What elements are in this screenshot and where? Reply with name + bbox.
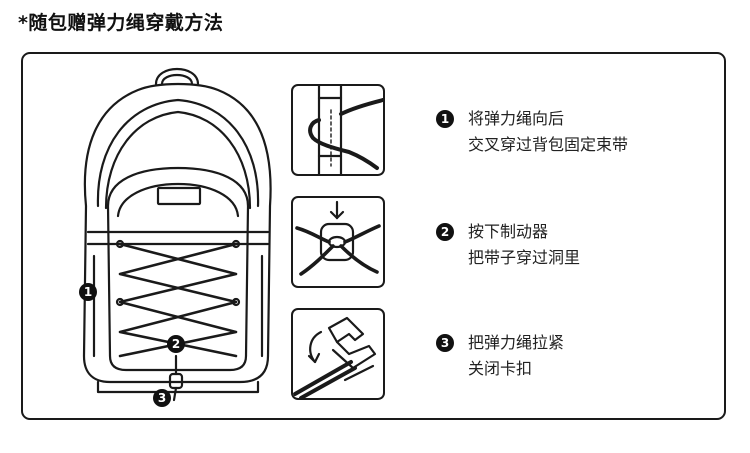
step-1-image — [291, 84, 385, 176]
step-2-text: 2 按下制动器 把带子穿过洞里 — [436, 219, 580, 271]
step-1-line1: 将弹力绳向后 — [468, 109, 565, 128]
step-2-image — [291, 196, 385, 288]
step-3-line2: 关闭卡扣 — [468, 359, 533, 378]
backpack-marker-1: 1 — [84, 285, 92, 299]
strap-threading-illustration — [308, 86, 383, 174]
page-title: *随包赠弹力绳穿戴方法 — [18, 12, 224, 34]
backpack-marker-2: 2 — [172, 337, 180, 351]
instruction-panel — [21, 52, 726, 420]
step-3-line1: 把弹力绳拉紧 — [468, 333, 565, 352]
step-3-text: 3 把弹力绳拉紧 关闭卡扣 — [436, 330, 564, 382]
step-2-line2: 把带子穿过洞里 — [468, 248, 581, 267]
step-1-text: 1 将弹力绳向后 交叉穿过背包固定束带 — [436, 106, 628, 158]
step-3-number: 3 — [436, 334, 454, 352]
cord-lock-illustration — [295, 200, 381, 276]
step-2-line1: 按下制动器 — [468, 222, 549, 241]
step-1-line2: 交叉穿过背包固定束带 — [468, 135, 629, 154]
backpack-marker-3: 3 — [158, 391, 166, 405]
backpack-illustration: 1 2 3 — [58, 56, 288, 420]
buckle-closing-illustration — [293, 316, 377, 398]
step-2-number: 2 — [436, 223, 454, 241]
step-1-number: 1 — [436, 110, 454, 128]
step-3-image — [291, 308, 385, 400]
